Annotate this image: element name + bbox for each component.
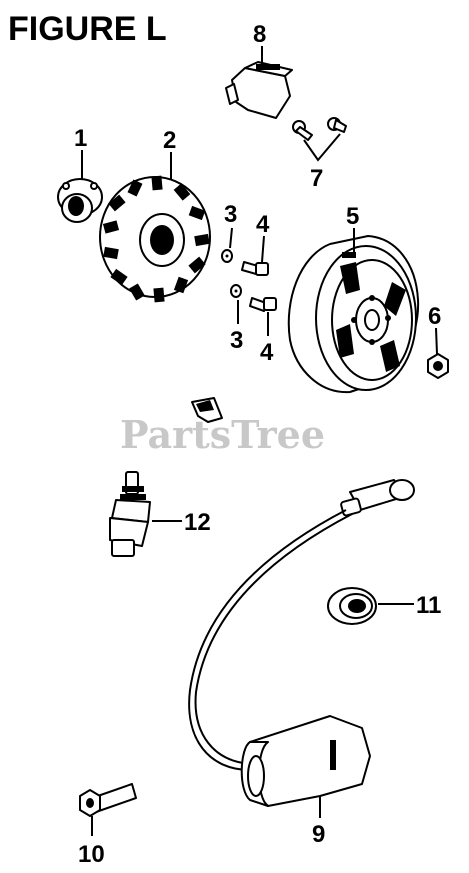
part-11-grommet[interactable] — [327, 587, 377, 625]
part-1-seal[interactable] — [57, 178, 103, 223]
callout-1: 1 — [74, 125, 87, 152]
part-7-screws[interactable] — [292, 117, 347, 141]
part-10-bolt[interactable] — [79, 783, 137, 817]
part-5-flywheel[interactable] — [287, 235, 420, 394]
callout-12: 12 — [184, 509, 211, 536]
callout-4a: 4 — [256, 211, 270, 238]
callout-3b: 3 — [230, 327, 243, 354]
callout-9: 9 — [312, 821, 325, 848]
callout-5: 5 — [346, 203, 359, 230]
part-6-nut[interactable] — [427, 353, 449, 379]
part-3-washer-upper[interactable] — [221, 249, 233, 263]
figure-title: FIGURE L — [8, 10, 167, 48]
part-8-regulator[interactable] — [225, 61, 293, 119]
callout-4b: 4 — [260, 339, 274, 366]
leader-6 — [435, 327, 438, 355]
leader-4a — [261, 235, 265, 263]
callout-8: 8 — [253, 21, 266, 48]
callout-10: 10 — [78, 841, 105, 868]
leader-3a — [229, 227, 233, 249]
part-2-stator[interactable] — [99, 175, 211, 303]
leader-7 — [303, 133, 341, 162]
flywheel-key[interactable] — [191, 397, 223, 423]
watermark: PartsTree — [120, 412, 325, 457]
part-3-washer-lower[interactable] — [230, 284, 242, 298]
part-4-bolt-upper[interactable] — [241, 261, 269, 276]
callout-3a: 3 — [224, 201, 237, 228]
part-12-spark-plug[interactable] — [109, 471, 151, 557]
callout-11: 11 — [416, 592, 441, 619]
callout-7: 7 — [310, 165, 323, 192]
part-4-bolt-lower[interactable] — [249, 297, 277, 312]
callout-2: 2 — [163, 127, 176, 154]
callout-6: 6 — [428, 303, 441, 330]
part-9-ignition-coil[interactable] — [188, 479, 415, 807]
